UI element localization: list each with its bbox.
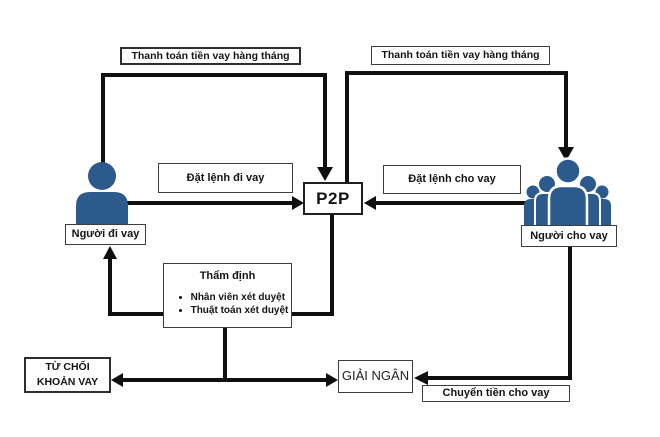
appraisal-node: Thẩm định Nhân viên xét duyệt Thuật toán… <box>163 263 292 328</box>
p2p-platform-node: P2P <box>303 182 363 215</box>
connector-appraisal-to-borrower <box>108 258 164 316</box>
label-monthly-repayment-left: Thanh toán tiền vay hàng tháng <box>120 47 301 65</box>
arrowheads <box>103 147 574 387</box>
lender-name-label: Người cho vay <box>521 225 617 247</box>
connector-p2p-to-appraisal <box>291 214 334 316</box>
label-text: Chuyển tiền cho vay <box>442 387 550 400</box>
p2p-label: P2P <box>316 188 350 208</box>
arrow-up-into-borrower-icon <box>103 246 117 259</box>
arrow-down-into-lender-icon <box>558 147 574 161</box>
label-text: GIẢI NGÂN <box>341 368 410 384</box>
label-lend-order: Đặt lệnh cho vay <box>383 165 521 194</box>
appraisal-item: Nhân viên xét duyệt <box>191 291 289 304</box>
connectors <box>101 71 572 382</box>
arrow-right-into-p2p-icon <box>292 196 304 210</box>
connector-p2p-pay-lender <box>345 71 568 184</box>
label-text: Đặt lệnh đi vay <box>186 171 265 184</box>
arrow-left-into-disburse-icon <box>414 371 428 385</box>
arrow-right-into-disburse-icon <box>326 373 338 387</box>
borrower-person-icon <box>76 162 128 227</box>
borrower-name-label: Người đi vay <box>65 224 146 245</box>
disbursement-node: GIẢI NGÂN <box>338 360 413 393</box>
label-text: Người cho vay <box>530 229 608 242</box>
connector-borrower-repay-p2p <box>101 73 327 172</box>
reject-loan-node: TỪ CHỐI KHOẢN VAY <box>24 357 111 393</box>
appraisal-title: Thẩm định <box>199 270 256 282</box>
arrow-left-into-reject-icon <box>111 373 123 387</box>
group-person-center <box>547 157 589 229</box>
lender-people-group-icon <box>524 157 611 229</box>
label-text: Thanh toán tiền vay hàng tháng <box>131 49 290 62</box>
label-text: Thanh toán tiền vay hàng tháng <box>381 49 540 62</box>
label-borrow-order: Đặt lệnh đi vay <box>158 163 293 193</box>
label-monthly-repayment-right: Thanh toán tiền vay hàng tháng <box>371 46 550 65</box>
reject-line-2: KHOẢN VAY <box>36 376 99 388</box>
label-transfer-loan-money: Chuyển tiền cho vay <box>422 385 570 402</box>
reject-line-1: TỪ CHỐI <box>45 361 90 374</box>
label-text: Người đi vay <box>71 228 140 241</box>
label-text: Đặt lệnh cho vay <box>408 173 496 186</box>
appraisal-item: Thuật toán xét duyệt <box>191 304 289 317</box>
arrow-left-into-p2p-icon <box>364 196 376 210</box>
connector-lender-to-disburse <box>428 246 572 380</box>
appraisal-items: Nhân viên xét duyệt Thuật toán xét duyệt <box>167 291 289 317</box>
arrow-down-into-p2p-icon <box>317 167 333 181</box>
